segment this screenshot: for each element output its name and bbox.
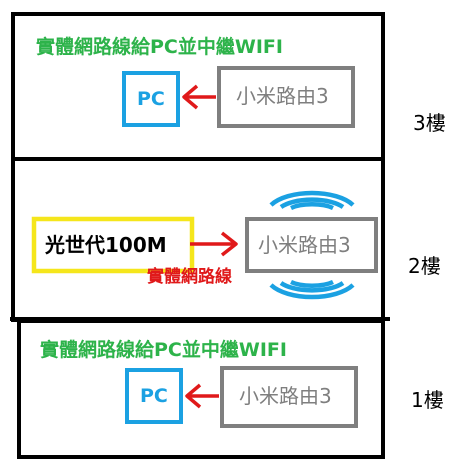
wifi-signal-icon bbox=[269, 190, 355, 300]
arrow-1f bbox=[185, 383, 219, 409]
router-box-1f bbox=[220, 366, 358, 428]
floor-1-title: 實體網路線給PC並中繼WIFI bbox=[40, 339, 287, 361]
pc-label-1f: PC bbox=[140, 385, 168, 407]
floor-1-label: 1樓 bbox=[411, 388, 444, 412]
router-label-1f: 小米路由3 bbox=[239, 384, 332, 408]
pc-box-3f bbox=[122, 71, 180, 127]
router-label-2f: 小米路由3 bbox=[258, 233, 351, 257]
pc-label-3f: PC bbox=[137, 88, 165, 110]
isp-label: 光世代100M bbox=[45, 233, 167, 257]
pc-box-1f bbox=[125, 368, 183, 424]
arrow-2f bbox=[190, 231, 238, 257]
floor-3-title: 實體網路線給PC並中繼WIFI bbox=[36, 36, 283, 58]
cable-label-2f: 實體網路線 bbox=[147, 267, 232, 287]
floor-1-box bbox=[17, 319, 385, 459]
router-label-3f: 小米路由3 bbox=[236, 84, 329, 108]
router-box-2f bbox=[245, 217, 378, 273]
floor-2-label: 2樓 bbox=[408, 254, 441, 278]
floor-3-label: 3樓 bbox=[413, 111, 446, 135]
arrow-3f bbox=[182, 84, 216, 110]
router-box-3f bbox=[217, 66, 355, 128]
